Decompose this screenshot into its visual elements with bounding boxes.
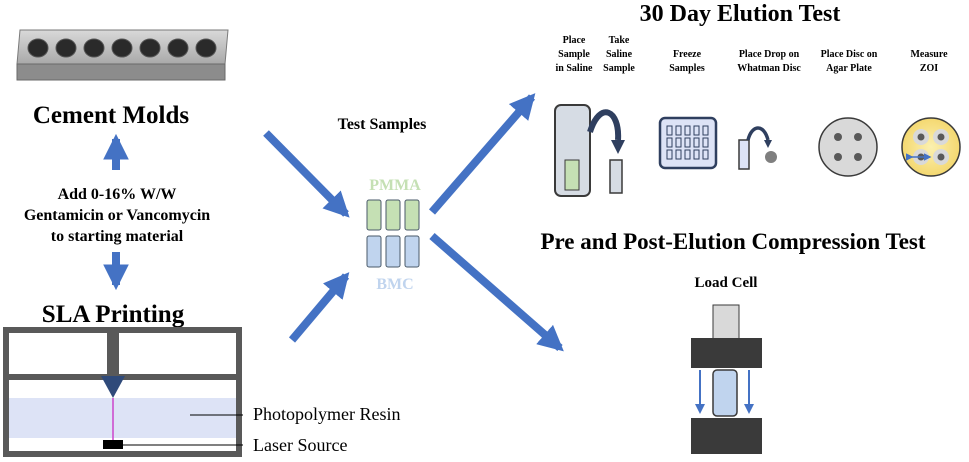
arrow-molds-to-samples [263, 130, 350, 218]
add-text-line-2: Gentamicin or Vancomycin [24, 207, 210, 224]
pmma-samples [366, 199, 420, 231]
step-5-line-2: Agar Plate [826, 63, 872, 74]
bmc-samples [366, 235, 420, 268]
saline-tube-illustration [554, 104, 625, 197]
step-3-line-2: Samples [669, 63, 705, 74]
step-4-line-2: Whatman Disc [737, 63, 801, 74]
sla-printing-label: SLA Printing [42, 301, 185, 328]
whatman-disc-illustration [738, 126, 777, 170]
load-cell-label: Load Cell [695, 275, 758, 291]
photopolymer-resin-label: Photopolymer Resin [253, 404, 401, 424]
agar-plate-illustration [818, 117, 878, 177]
step-3-line-1: Freeze [673, 49, 702, 60]
pmma-label: PMMA [369, 177, 421, 194]
bmc-label: BMC [376, 276, 413, 293]
step-2-line-1: Take [609, 35, 630, 46]
step-6-line-2: ZOI [920, 63, 938, 74]
laser-source-label: Laser Source [253, 435, 347, 455]
step-2-line-2: Saline [606, 49, 633, 60]
cement-molds-label: Cement Molds [33, 102, 189, 129]
add-text-line-1: Add 0-16% W/W [58, 186, 177, 203]
arrow-sla-to-samples [288, 272, 350, 343]
step-5-line-1: Place Disc on [821, 49, 878, 60]
arrow-samples-to-compression [429, 232, 564, 352]
freezer-box-icon [658, 116, 718, 170]
test-samples-label: Test Samples [338, 116, 427, 133]
step-6-line-1: Measure [910, 49, 948, 60]
zoi-plate-illustration [901, 117, 961, 177]
step-2-line-3: Sample [603, 63, 635, 74]
compression-title: Pre and Post-Elution Compression Test [540, 229, 925, 254]
step-1-line-2: Sample [558, 49, 590, 60]
step-1-line-3: in Saline [556, 63, 594, 74]
elution-title: 30 Day Elution Test [640, 1, 841, 27]
compression-rig-illustration [691, 304, 762, 454]
sla-printer-illustration [3, 327, 243, 457]
step-1-line-1: Place [563, 35, 586, 46]
cement-mold-illustration [16, 29, 229, 81]
arrow-samples-to-elution [428, 93, 536, 215]
step-4-line-1: Place Drop on [739, 49, 800, 60]
add-text-line-3: to starting material [51, 228, 184, 245]
